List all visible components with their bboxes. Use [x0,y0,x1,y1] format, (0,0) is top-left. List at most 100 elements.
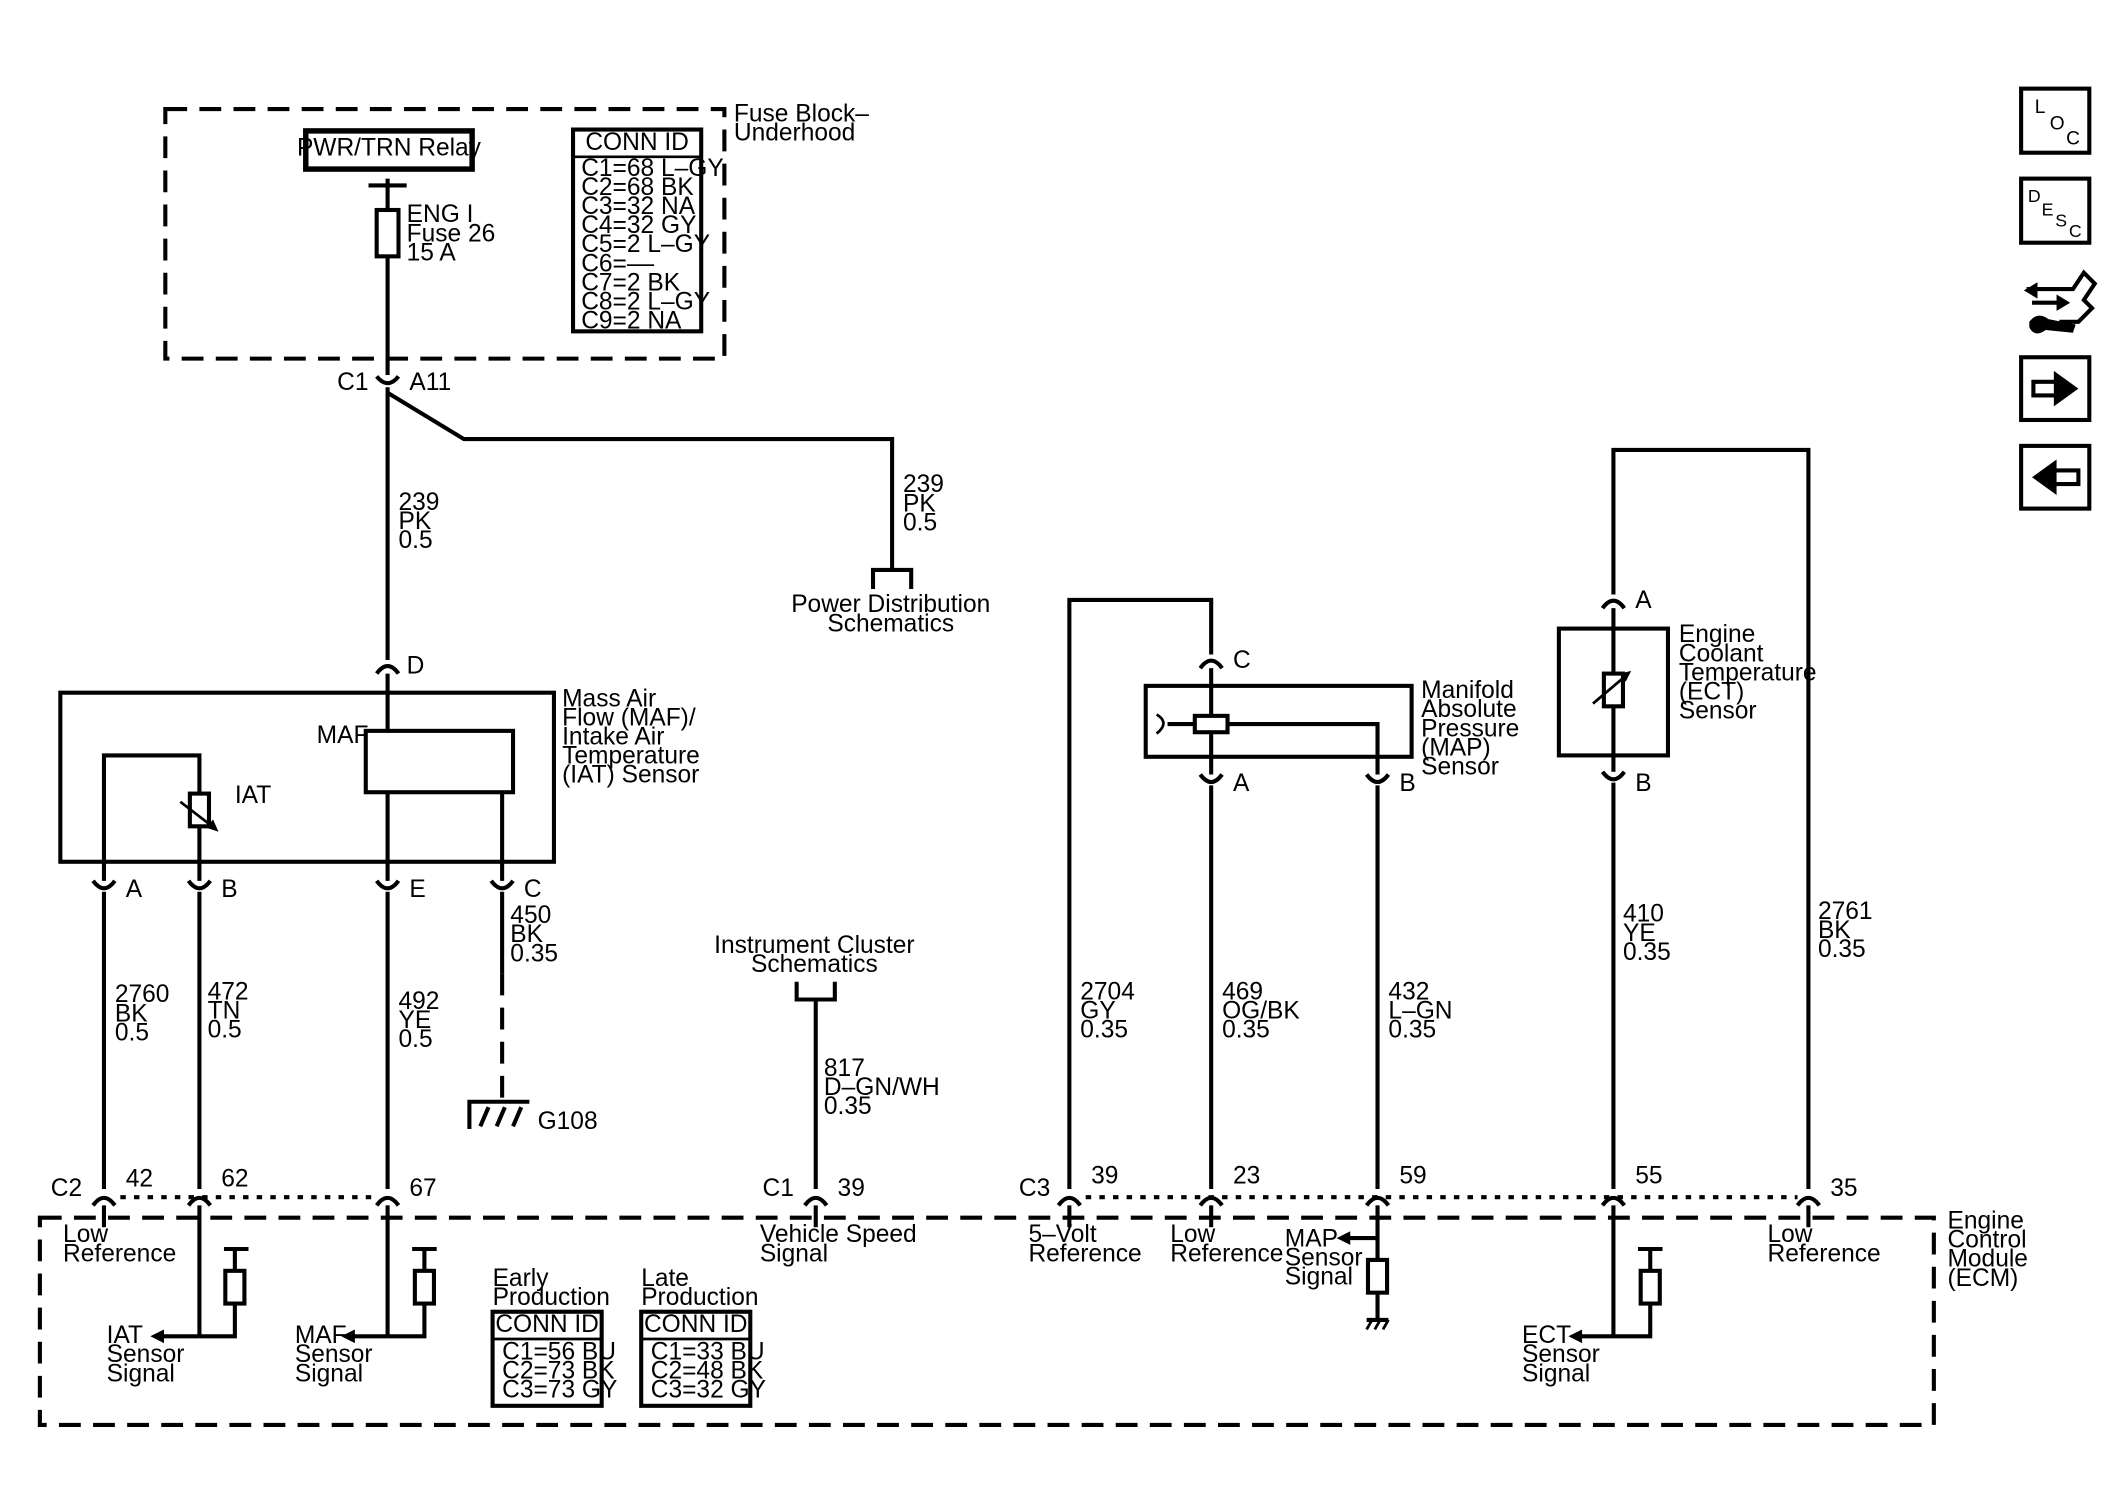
desc-letter-s: S [2055,210,2067,230]
pin-d-label: D [407,653,425,680]
next-page-button[interactable] [2019,355,2092,423]
map-pulldown-resistor [1365,1257,1390,1295]
fuse-symbol [374,207,401,259]
ecm-pin-59: 59 [1399,1163,1426,1190]
iat-label: IAT [235,782,271,809]
desc-letter-e: E [2042,199,2054,219]
previous-arrow-icon [2032,459,2081,495]
fuse-block-underhood: Fuse Block–Underhood PWR/TRN Relay CONN … [163,100,869,375]
svg-text:C1=68 L–GY: C1=68 L–GY [581,155,724,182]
svg-text:C4=32 GY: C4=32 GY [581,212,696,239]
desc-button[interactable]: D E S C [2019,176,2092,245]
pin-b-label: B [221,876,237,903]
maf-label: MAF [317,722,369,749]
svg-text:C5=2 L–GY: C5=2 L–GY [581,231,710,258]
maf-pullup-resistor [412,1268,436,1306]
ect-pin-b-label: B [1635,770,1651,797]
svg-text:C2=48 BK: C2=48 BK [651,1358,764,1385]
svg-text:CONN ID: CONN ID [495,1311,599,1338]
next-arrow-icon [2031,370,2079,407]
fuse-block-label: Fuse Block–Underhood [734,100,869,146]
ecm-pin-62: 62 [221,1165,248,1192]
desc-letter-c: C [2069,221,2082,241]
ecm-pin-42: 42 [126,1165,153,1192]
ect-thermistor [1601,671,1626,709]
ecm-connector-c3: C3 [1019,1175,1050,1202]
svg-text:C8=2 L–GY: C8=2 L–GY [581,289,710,316]
svg-text:C3=32 NA: C3=32 NA [581,193,696,220]
ecm-pin-39-c3: 39 [1091,1163,1118,1190]
map-pin-b-label: B [1399,770,1415,797]
connector-repair-icon[interactable] [2023,269,2098,334]
map-pin-c-label: C [1233,647,1251,674]
ecm-pin-67: 67 [409,1175,436,1202]
loc-button[interactable]: L O C [2019,86,2092,155]
svg-text:C9=2 NA: C9=2 NA [581,308,682,335]
svg-text:C2=68 BK: C2=68 BK [581,174,694,201]
pin-a-label: A [126,876,143,903]
connector-pin-a11: A11 [409,369,451,396]
svg-text:C1=33 BU: C1=33 BU [651,1338,765,1365]
svg-text:C6=––: C6=–– [581,250,654,277]
iat-pullup-resistor [223,1268,247,1306]
previous-page-button[interactable] [2019,443,2092,511]
loc-letter-o: O [2050,114,2065,135]
map-pin-a-label: A [1233,770,1250,797]
pwr-trn-relay-label: PWR/TRN Relay [297,134,482,161]
svg-text:CONN ID: CONN ID [644,1311,748,1338]
pin-e-label: E [409,876,425,903]
ecm-pin-39-c1: 39 [838,1175,865,1202]
ecm-pin-23: 23 [1233,1163,1260,1190]
loc-letter-l: L [2035,97,2046,118]
ground-g108-label: G108 [538,1108,598,1135]
fuse-block-conn-id-title: CONN ID [585,129,689,156]
map-sensing-element [1192,713,1230,735]
ground-g108: G108 [467,1099,598,1135]
fuse-block-conn-id-list: C1=68 L–GY C2=68 BK C3=32 NA C4=32 GY C5… [581,155,724,335]
svg-text:C3=73 GY: C3=73 GY [502,1377,617,1404]
svg-text:C2=73 BK: C2=73 BK [502,1358,615,1385]
ect-pullup-resistor [1638,1268,1662,1306]
svg-text:C3=32 GY: C3=32 GY [651,1377,766,1404]
loc-letter-c: C [2066,129,2080,150]
desc-letter-d: D [2028,186,2041,206]
svg-text:C1=56 BU: C1=56 BU [502,1338,616,1365]
maf-element [363,728,516,795]
